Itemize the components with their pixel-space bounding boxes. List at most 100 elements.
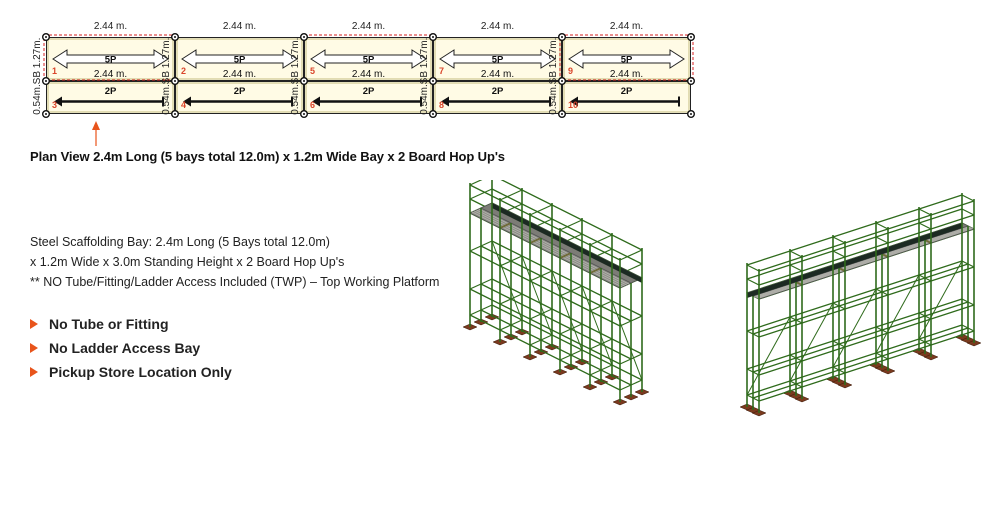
feature-item: No Tube or Fitting (30, 312, 232, 336)
hop-width-dimension: 0.54m. (290, 84, 301, 115)
deck-board-clip (559, 252, 572, 259)
hop-outline (175, 81, 304, 114)
ledger-tube (746, 324, 963, 396)
standard-post-center (174, 36, 176, 38)
hop-width-dimension: 0.54m. (419, 84, 430, 115)
standard-post-center (45, 36, 47, 38)
transom-tube (961, 208, 975, 216)
hop-up-deck (480, 202, 643, 284)
description-line-1: Steel Scaffolding Bay: 2.4m Long (5 Bays… (30, 235, 330, 249)
deck-board-seam (757, 228, 973, 299)
bay-outline (433, 37, 562, 81)
deck-board-seam (472, 211, 623, 288)
bay-number: 2 (181, 66, 186, 76)
hop-outline (433, 81, 562, 114)
bay-outline (304, 37, 433, 81)
diagonal-brace (491, 240, 523, 321)
hop-board-count: 2P (363, 86, 375, 97)
ledger-tube (469, 250, 621, 327)
bay-board-count: 5P (621, 55, 633, 66)
bay-length-dimension: 2.44 m. (223, 21, 256, 32)
ledger-tube (758, 304, 975, 376)
standard-post-center (45, 113, 47, 115)
bay-board-count: 5P (492, 55, 504, 66)
hop-arrow-head (570, 96, 578, 107)
transom-tube (746, 278, 760, 286)
hop-width-dimension: 0.54m. (548, 84, 559, 115)
transom-tube (559, 219, 583, 231)
guardrail-dash (559, 34, 694, 81)
hop-bay-number: 8 (439, 100, 444, 110)
ledger-tube (480, 245, 632, 322)
transom-tube (832, 250, 846, 258)
standard-post-center (303, 80, 305, 82)
ledger-tube (758, 214, 975, 286)
hop-bay-number: 3 (52, 100, 57, 110)
transom-tube (746, 264, 760, 272)
ledger-tube (746, 298, 963, 370)
transom-tube (789, 264, 803, 272)
bay-board-count: 5P (234, 55, 246, 66)
ledger-tube (500, 180, 643, 251)
transom-tube (875, 236, 889, 244)
hop-board-count: 2P (105, 86, 117, 97)
feature-item: No Ladder Access Bay (30, 336, 232, 360)
hop-arrow-head (183, 96, 191, 107)
transom-tube (469, 180, 483, 186)
ledger-tube (752, 327, 969, 399)
standard-post-center (561, 113, 563, 115)
standard-post-center (561, 80, 563, 82)
transom-tube (918, 222, 932, 230)
bay-number: 1 (52, 66, 57, 76)
hop-bay-number: 6 (310, 100, 315, 110)
ledger-tube (746, 194, 963, 266)
deck-board-clip (499, 222, 512, 229)
standard-post-center (561, 36, 563, 38)
hop-width-dimension: 0.54m. (161, 84, 172, 115)
hop-bay-number: 10 (568, 100, 578, 110)
deck-board-seam (474, 210, 625, 287)
bullet-triangle-icon (30, 343, 38, 353)
isometric-scaffold-view-left (462, 180, 650, 406)
bay-width-dimension: SB 1.27m. (548, 38, 559, 85)
bay-width-dimension: SB 1.27m. (290, 38, 301, 85)
hop-arrow-head (312, 96, 320, 107)
ledger-tube (758, 330, 975, 402)
transom-tube (589, 234, 613, 246)
hop-board-count: 2P (492, 86, 504, 97)
ledger-tube (491, 304, 643, 381)
diagonal-brace (611, 300, 643, 381)
ledger-tube (746, 208, 963, 280)
deck-board-clip (589, 267, 602, 274)
bay-number: 5 (310, 66, 315, 76)
standard-post-center (45, 80, 47, 82)
transom-tube (499, 189, 523, 201)
ledger-tube (469, 314, 621, 391)
ledger-tube (491, 240, 643, 317)
bullet-triangle-icon (30, 319, 38, 329)
product-description: Steel Scaffolding Bay: 2.4m Long (5 Bays… (30, 232, 460, 292)
bay-inner-length: 2.44 m. (610, 69, 643, 80)
deck-board-clip (924, 239, 932, 244)
board-direction-arrow (439, 49, 556, 69)
ledger-tube (752, 301, 969, 373)
hop-up-platform (434, 82, 561, 113)
diagonal-brace (551, 270, 583, 351)
standard-post-center (690, 80, 692, 82)
diagonal-brace (521, 255, 553, 336)
transom-tube (789, 250, 803, 258)
ledger-tube (480, 309, 632, 386)
description-line-3: ** NO Tube/Fitting/Ladder Access Include… (30, 275, 440, 289)
bay-outline (175, 37, 304, 81)
diagonal-brace (875, 274, 920, 354)
bullet-triangle-icon (30, 367, 38, 377)
ledger-tube (491, 278, 643, 355)
hop-up-platform (47, 82, 174, 113)
bay-inner-length: 2.44 m. (94, 69, 127, 80)
ledger-tube (758, 200, 975, 272)
ledger-tube (480, 283, 632, 360)
